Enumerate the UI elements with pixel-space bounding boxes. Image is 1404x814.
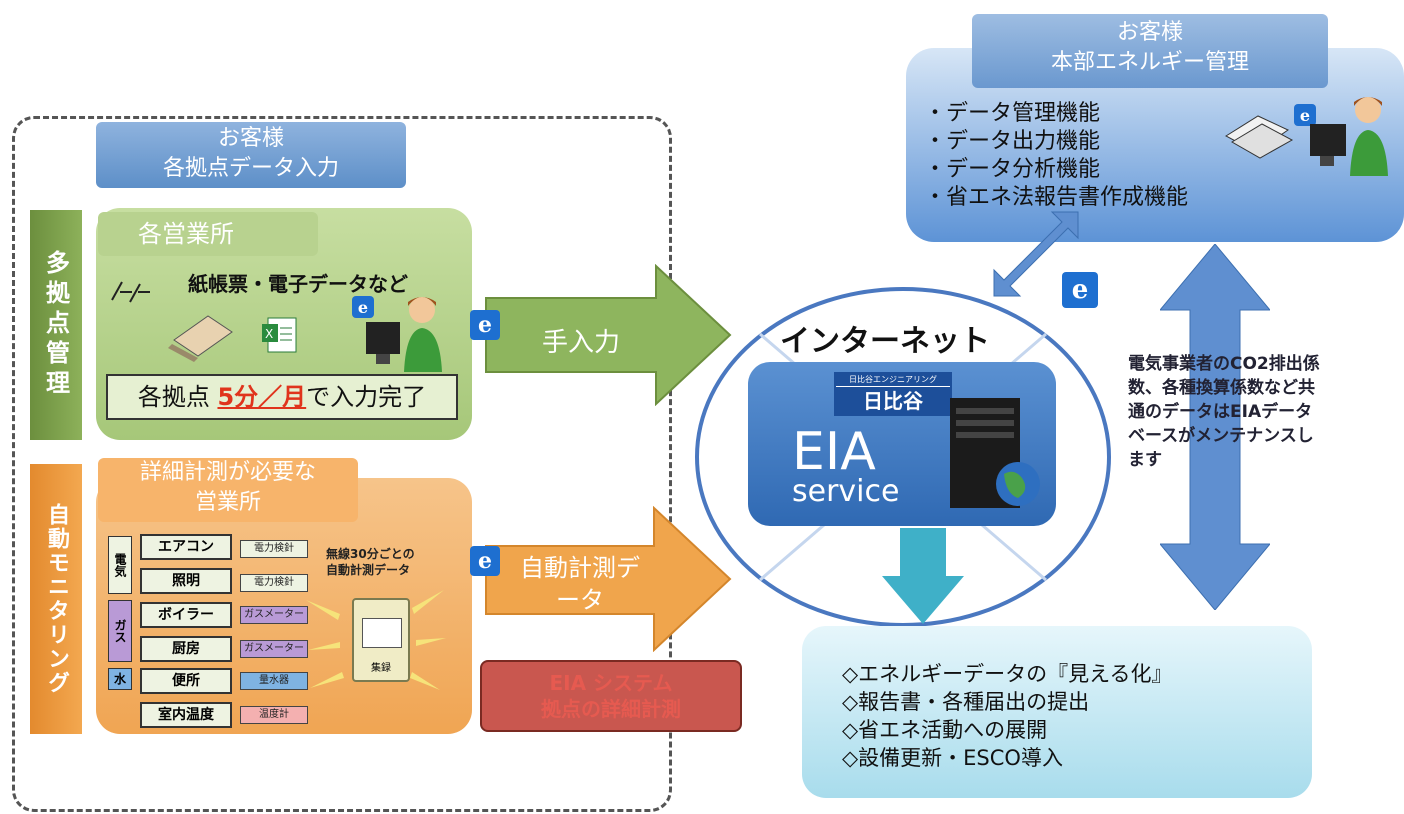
paper-documents-icon: [168, 310, 238, 362]
down-arrow: [882, 528, 964, 626]
user-at-computer-icon: [1304, 92, 1396, 178]
user-at-computer-icon: [362, 292, 448, 374]
auto-monitor-label: 自動モニタリング: [30, 464, 82, 734]
left-group-border: [12, 116, 672, 812]
wireless-note-line1: 無線30分ごとの: [326, 547, 415, 561]
maintenance-note: 電気事業者のCO2排出係 数、各種換算係数など共 通のデータはEIAデータ ベー…: [1128, 352, 1320, 472]
outcomes-panel: [802, 626, 1312, 798]
data-logger-label: 集録: [371, 663, 391, 674]
svg-text:X: X: [265, 327, 273, 341]
ie-icon: e: [352, 296, 374, 318]
ie-icon: e: [470, 310, 500, 340]
multi-site-label: 多拠点管理: [30, 210, 82, 440]
hibiya-logo-main: 日比谷: [836, 387, 950, 415]
tag-restroom: 量水器: [240, 672, 308, 690]
auto-data-line1: 自動計測デ: [520, 554, 640, 582]
row-lighting: 照明: [140, 568, 232, 594]
row-aircon: エアコン: [140, 534, 232, 560]
outcome-3: ◇省エネ活動への展開: [842, 718, 1048, 742]
left-header-line2: 各拠点データ入力: [162, 156, 339, 181]
bidirectional-diagonal-arrow: [980, 210, 1080, 306]
hq-function-4: ・省エネ法報告書作成機能: [924, 185, 1189, 210]
auto-data-line2: ータ: [556, 586, 604, 614]
outcome-1: ◇エネルギーデータの『見える化』: [842, 662, 1173, 686]
paper-data-text: 紙帳票・電子データなど: [188, 272, 408, 296]
wireless-note: 無線30分ごとの 自動計測データ: [326, 546, 415, 578]
hibiya-logo-small: 日比谷エンジニアリング: [836, 374, 950, 386]
completion-suffix: で入力完了: [306, 383, 427, 411]
hq-header-line1: お客様: [1116, 20, 1183, 45]
tag-room-temp: 温度計: [240, 706, 308, 724]
completion-prefix: 各拠点: [137, 383, 218, 411]
maintenance-line1: 電気事業者のCO2排出係: [1128, 354, 1320, 374]
scribble-icon: [108, 278, 156, 306]
eia-system-line2: 拠点の詳細計測: [541, 697, 681, 721]
hq-functions: ・データ管理機能 ・データ出力機能 ・データ分析機能 ・省エネ法報告書作成機能: [924, 100, 1188, 212]
tag-kitchen: ガスメーター: [240, 640, 308, 658]
hibiya-logo: 日比谷エンジニアリング 日比谷: [834, 372, 952, 416]
hq-header: お客様 本部エネルギー管理: [972, 14, 1328, 88]
documents-icon: [1222, 110, 1294, 160]
row-room-temp: 室内温度: [140, 702, 232, 728]
data-logger-icon: 集録: [352, 598, 410, 682]
outcome-2: ◇報告書・各種届出の提出: [842, 690, 1090, 714]
manual-input-arrow: [484, 263, 732, 407]
auto-monitor-subtab: 詳細計測が必要な 営業所: [98, 458, 358, 522]
left-header-line1: お客様: [217, 126, 284, 151]
completion-highlight: 5分／月: [217, 383, 307, 411]
category-water: 水: [108, 668, 132, 690]
wireless-signal-icon: [300, 580, 450, 710]
eia-system-box: EIA システム 拠点の詳細計測: [480, 660, 742, 732]
hq-function-3: ・データ分析機能: [924, 157, 1101, 182]
completion-box: 各拠点 5分／月で入力完了: [106, 374, 458, 420]
auto-data-arrow: [484, 505, 732, 653]
auto-subtab-line1: 詳細計測が必要な: [139, 460, 316, 485]
row-restroom: 便所: [140, 668, 232, 694]
internet-title: インターネット: [780, 324, 990, 359]
maintenance-line2: 数、各種換算係数など共: [1128, 378, 1315, 398]
wireless-note-line2: 自動計測データ: [326, 563, 411, 577]
auto-subtab-line2: 営業所: [194, 490, 261, 515]
row-kitchen: 厨房: [140, 636, 232, 662]
bidirectional-vertical-arrow: [1158, 243, 1272, 611]
maintenance-line3: 通のデータはEIAデータ: [1128, 402, 1313, 422]
ie-icon: e: [1062, 272, 1098, 308]
left-group-header: お客様 各拠点データ入力: [96, 122, 406, 188]
spreadsheet-icon: X: [262, 316, 298, 354]
row-boiler: ボイラー: [140, 602, 232, 628]
auto-data-label: 自動計測デ ータ: [520, 552, 640, 616]
ie-icon: e: [1294, 104, 1316, 126]
tag-lighting: 電力検針: [240, 574, 308, 592]
hq-function-2: ・データ出力機能: [924, 129, 1101, 154]
eia-service-label: service: [792, 474, 900, 509]
maintenance-line4: ベースがメンテナンスし: [1128, 426, 1314, 446]
ie-icon: e: [470, 546, 500, 576]
outcome-4: ◇設備更新・ESCO導入: [842, 746, 1063, 770]
eia-system-line1: EIA システム: [549, 671, 673, 695]
multi-site-subtab: 各営業所: [98, 212, 318, 256]
category-gas: ガス: [108, 600, 132, 662]
outcomes-list: ◇エネルギーデータの『見える化』 ◇報告書・各種届出の提出 ◇省エネ活動への展開…: [842, 660, 1173, 772]
server-icon: [944, 398, 1048, 510]
category-electric: 電気: [108, 536, 132, 594]
manual-input-label: 手入力: [542, 328, 621, 358]
hq-function-1: ・データ管理機能: [924, 101, 1101, 126]
maintenance-line5: ます: [1128, 450, 1162, 470]
eia-title: EIA: [792, 422, 876, 482]
hq-header-line2: 本部エネルギー管理: [1050, 50, 1249, 75]
tag-aircon: 電力検針: [240, 540, 308, 558]
tag-boiler: ガスメーター: [240, 606, 308, 624]
